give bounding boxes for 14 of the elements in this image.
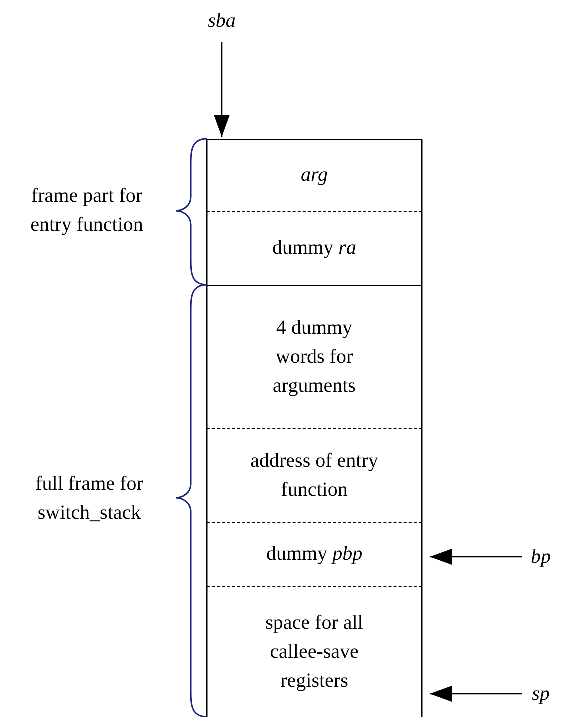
- variable-name: sp: [532, 682, 550, 706]
- arrow: [430, 686, 522, 702]
- arrow: [214, 42, 230, 137]
- slot-text: 4 dummy words for arguments: [272, 316, 357, 398]
- bracket-label: full frame for switch_stack: [34, 472, 144, 526]
- slot-text: address of entry function: [250, 448, 379, 502]
- slot-text: dummy ra: [272, 236, 356, 261]
- slot-text: space for all callee-save registers: [264, 610, 364, 694]
- variable-name: sba: [208, 8, 236, 34]
- arrow: [430, 549, 522, 565]
- variable-name: bp: [531, 544, 551, 570]
- bracket-label: frame part for entry function: [30, 184, 144, 238]
- slot-text: dummy pbp: [266, 542, 363, 567]
- slot-text: arg: [300, 163, 328, 188]
